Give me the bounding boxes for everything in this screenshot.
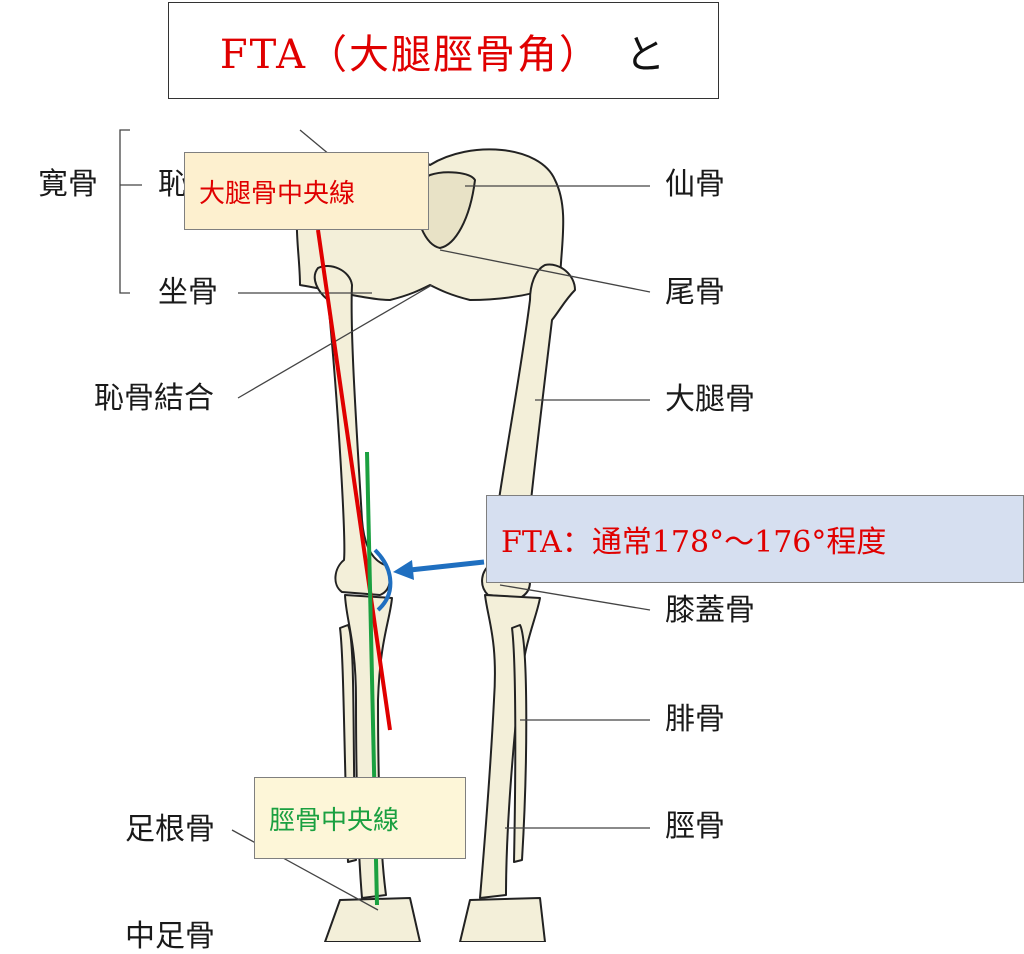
coccyx-pointer: [439, 249, 651, 293]
foot-right: [459, 897, 546, 942]
femoral-axis-callout: 大腿骨中央線: [184, 152, 429, 230]
foot-left: [324, 897, 421, 942]
fta-arrow-shaft: [409, 559, 485, 573]
femur-left: [313, 265, 391, 596]
label-pubic-symphysis: 恥骨結合: [94, 381, 214, 416]
title-box: FTA（大腿脛骨角） と: [168, 2, 719, 99]
label-tibia: 脛骨: [665, 809, 725, 844]
label-femur: 大腿骨: [665, 382, 755, 417]
label-tarsal: 足根骨: [125, 812, 215, 847]
label-sacrum: 仙骨: [665, 167, 725, 202]
title-black-text: と: [625, 31, 668, 78]
top-pointer: [299, 129, 331, 156]
tibia-right: [479, 594, 541, 899]
label-metatarsal-partial: 中足骨: [125, 919, 215, 954]
fta-angle-arc: [373, 548, 393, 612]
tibial-axis-callout: 脛骨中央線: [254, 777, 466, 859]
hip-bone-bracket: [119, 129, 142, 294]
label-patella: 膝蓋骨: [665, 593, 755, 628]
label-pubis-partial: 恥: [158, 167, 188, 202]
patella-pointer: [499, 584, 651, 611]
femoral-axis-line: [316, 229, 392, 731]
label-coccyx: 尾骨: [665, 275, 725, 310]
fta-note-callout: FTA：通常178°～176°程度: [486, 495, 1024, 583]
label-fibula: 腓骨: [665, 702, 725, 737]
fibula-right: [511, 624, 528, 863]
fta-arrow-head: [393, 560, 414, 580]
label-hip-bone: 寛骨: [38, 167, 98, 202]
label-ischium: 坐骨: [158, 275, 218, 310]
title-red-text: FTA（大腿脛骨角）: [219, 31, 602, 78]
